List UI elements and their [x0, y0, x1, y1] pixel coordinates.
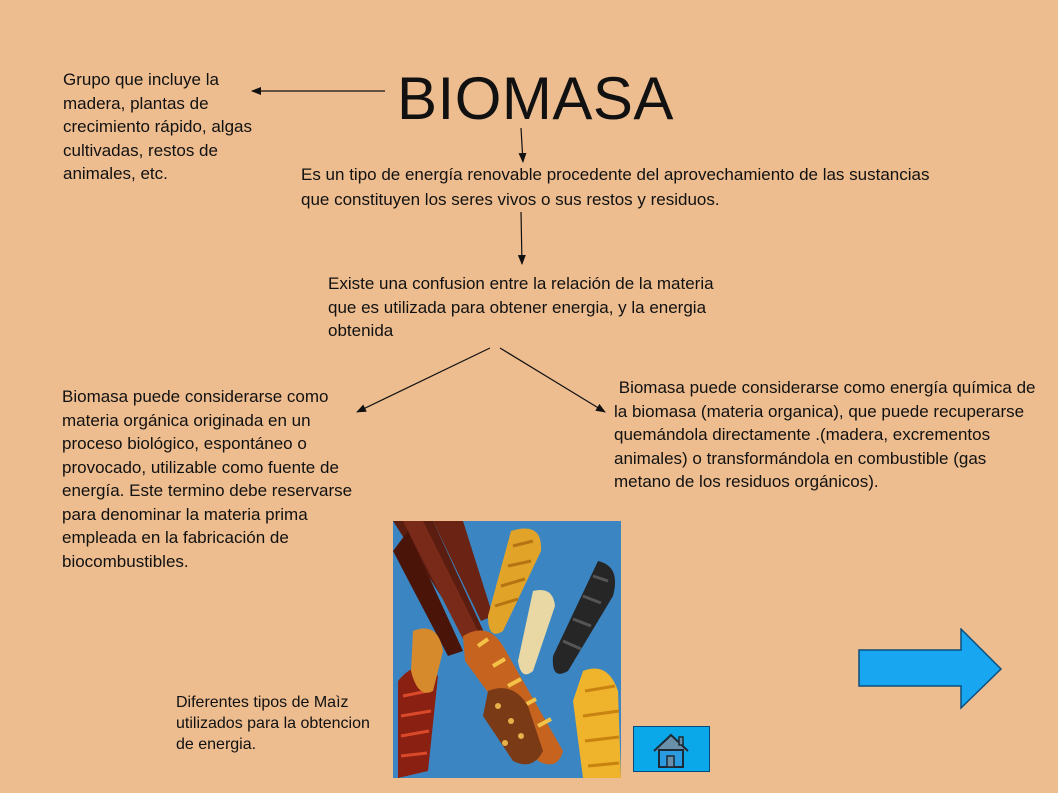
photo-caption: Diferentes tipos de Maìz utilizados para…: [176, 694, 370, 753]
house-icon: [653, 733, 689, 768]
arrow-confusion-to-left: [356, 347, 491, 413]
biomass-definition: Es un tipo de energía renovable proceden…: [301, 165, 930, 209]
right-arrow-icon: [858, 627, 1003, 710]
arrow-definition-to-confusion: [517, 211, 526, 265]
next-slide-button[interactable]: [858, 627, 1004, 710]
corn-varieties-photo: [393, 521, 621, 778]
biomass-group-note: Grupo que incluye la madera, plantas de …: [63, 70, 252, 183]
chemical-energy-branch: Biomasa puede considerarse como energía …: [614, 378, 1041, 491]
slide-title: BIOMASA: [397, 65, 674, 132]
confusion-note: Existe una confusion entre la relación d…: [328, 274, 714, 340]
arrow-confusion-to-right: [499, 347, 606, 413]
organic-matter-branch: Biomasa puede considerarse como materia …: [62, 387, 353, 571]
home-button[interactable]: [633, 726, 710, 772]
